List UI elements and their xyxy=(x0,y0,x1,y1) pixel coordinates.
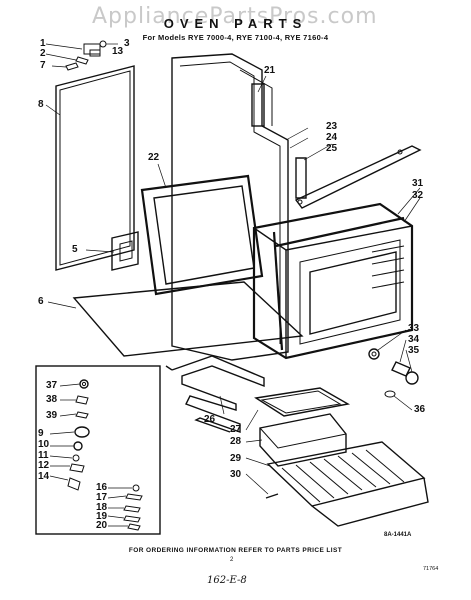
small-parts-inset xyxy=(35,365,161,535)
callout-34: 34 xyxy=(408,334,420,345)
side-bracket xyxy=(85,231,139,271)
callout-25: 25 xyxy=(326,143,338,154)
callout-36: 36 xyxy=(414,404,426,415)
callout-35: 35 xyxy=(408,345,420,356)
callout-21: 21 xyxy=(264,65,276,76)
callout-38: 38 xyxy=(46,394,58,405)
print-code: 71764 xyxy=(423,566,439,572)
callout-7: 7 xyxy=(40,60,46,71)
bake-element xyxy=(165,355,265,433)
callout-18: 18 xyxy=(96,502,108,513)
callout-14: 14 xyxy=(38,471,50,482)
callout-23: 23 xyxy=(326,121,338,132)
callout-27: 27 xyxy=(230,424,242,435)
rear-panel xyxy=(45,65,135,271)
ordering-info-footer: FOR ORDERING INFORMATION REFER TO PARTS … xyxy=(128,547,343,554)
callout-28: 28 xyxy=(230,436,242,447)
diagram-title: OVEN PARTS xyxy=(163,16,308,31)
hinge-bracket-parts xyxy=(45,40,118,71)
callout-17: 17 xyxy=(96,492,108,503)
callout-31: 31 xyxy=(412,178,424,189)
broiler-pan xyxy=(245,387,351,467)
callout-9: 9 xyxy=(38,428,44,439)
callout-10: 10 xyxy=(38,439,50,450)
callout-33: 33 xyxy=(408,323,420,334)
callout-3: 3 xyxy=(124,38,130,49)
callout-22: 22 xyxy=(148,152,160,163)
light-assembly xyxy=(368,329,419,411)
callout-39: 39 xyxy=(46,410,58,421)
bottom-panel xyxy=(47,281,304,357)
callout-24: 24 xyxy=(326,132,338,143)
callout-26: 26 xyxy=(204,414,216,425)
oven-cabinet-shell xyxy=(171,53,309,361)
callout-6: 6 xyxy=(38,296,44,307)
oven-liner xyxy=(252,187,421,360)
page-number: 2 xyxy=(230,557,234,563)
callout-29: 29 xyxy=(230,453,242,464)
callout-19: 19 xyxy=(96,511,108,522)
callout-13: 13 xyxy=(112,46,124,57)
watermark: AppliancePartsPros.com xyxy=(92,4,378,29)
diagram-subtitle: For Models RYE 7000-4, RYE 7100-4, RYE 7… xyxy=(142,33,329,42)
callout-5: 5 xyxy=(72,244,78,255)
callout-2: 2 xyxy=(40,48,46,59)
callout-20: 20 xyxy=(96,520,108,531)
callout-1: 1 xyxy=(40,38,46,49)
oven-rack xyxy=(245,441,429,527)
callout-16: 16 xyxy=(96,482,108,493)
handwritten-note: 162-E-8 xyxy=(207,575,247,586)
callout-37: 37 xyxy=(46,380,58,391)
oven-front-frame xyxy=(140,163,264,296)
drawing-code: 8A-1441A xyxy=(384,532,412,538)
callout-12: 12 xyxy=(38,460,50,471)
callout-30: 30 xyxy=(230,469,242,480)
vent-rail xyxy=(294,143,422,209)
callout-8: 8 xyxy=(38,99,44,110)
callout-32: 32 xyxy=(412,190,424,201)
callout-11: 11 xyxy=(38,450,49,461)
